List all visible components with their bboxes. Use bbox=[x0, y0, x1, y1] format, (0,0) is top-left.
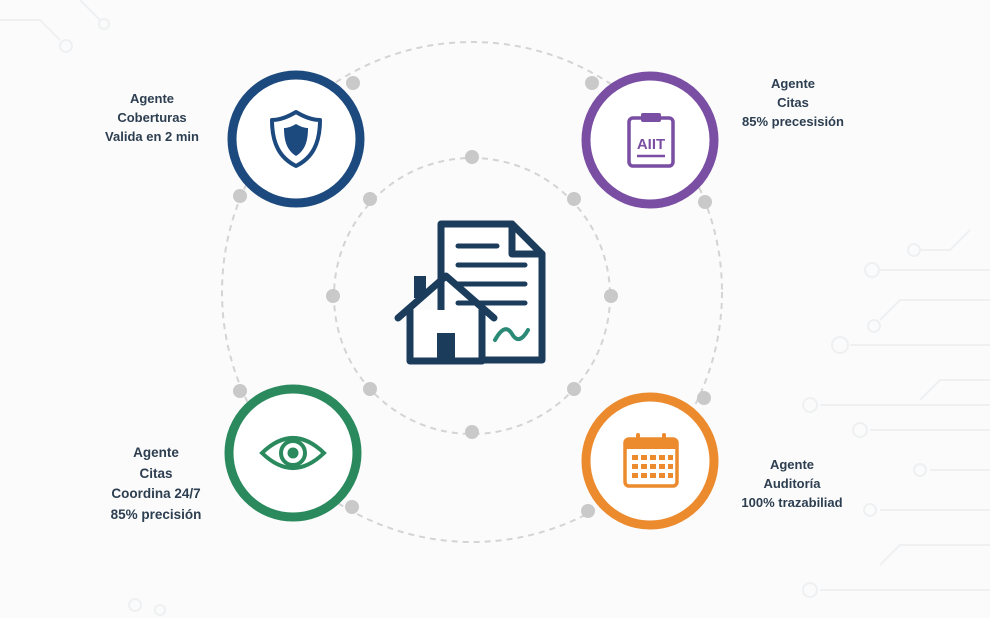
ring-node bbox=[233, 384, 247, 398]
ring-node bbox=[363, 382, 377, 396]
agent-title: Agente bbox=[770, 76, 816, 91]
agent-name: Coberturas bbox=[117, 110, 187, 125]
shield-icon bbox=[270, 110, 322, 168]
agent-label-auditoria: Agente Auditoría 100% trazabiliad bbox=[734, 455, 850, 512]
agent-node-coberturas bbox=[227, 70, 365, 208]
eye-icon bbox=[259, 436, 327, 470]
agent-node-citas-top: AIIT bbox=[581, 71, 719, 209]
clipboard-icon-text: AIIT bbox=[637, 136, 665, 153]
agent-node-auditoria bbox=[581, 392, 719, 530]
agent-label-citas-bottom: Agente Citas Coordina 24/7 85% precisión bbox=[96, 443, 216, 525]
agent-title: Agente bbox=[129, 91, 175, 106]
ring-node bbox=[698, 195, 712, 209]
ring-node bbox=[581, 504, 595, 518]
ring-node bbox=[465, 425, 479, 439]
ring-node bbox=[604, 289, 618, 303]
ring-node bbox=[326, 289, 340, 303]
outer-ring bbox=[221, 41, 723, 543]
agent-metric: Valida en 2 min bbox=[105, 129, 199, 144]
house-document-icon bbox=[394, 220, 546, 365]
ring-node bbox=[585, 76, 599, 90]
ring-node bbox=[697, 391, 711, 405]
agent-name: Citas bbox=[139, 465, 173, 481]
agent-metric: 85% precesisión bbox=[742, 114, 844, 129]
ring-node bbox=[567, 382, 581, 396]
ring-node bbox=[345, 500, 359, 514]
agent-title: Agente bbox=[133, 445, 179, 460]
outer-ring-nodes bbox=[233, 76, 712, 518]
agent-label-coberturas: Agente Coberturas Valida en 2 min bbox=[92, 89, 212, 146]
ring-node bbox=[465, 150, 479, 164]
ring-node bbox=[233, 189, 247, 203]
ring-node bbox=[346, 76, 360, 90]
ring-node bbox=[363, 192, 377, 206]
agent-name: Auditoría bbox=[763, 476, 821, 491]
agent-node-citas-bottom bbox=[224, 384, 362, 522]
clipboard-icon: AIIT bbox=[627, 113, 675, 168]
agent-title: Agente bbox=[769, 457, 815, 472]
inner-ring-nodes bbox=[326, 150, 618, 439]
agent-metric: 100% trazabiliad bbox=[741, 495, 843, 510]
agent-metric: Coordina 24/7 bbox=[111, 486, 201, 501]
ring-node bbox=[567, 192, 581, 206]
agent-name: Citas bbox=[777, 95, 809, 110]
agent-metric: 85% precisión bbox=[110, 506, 202, 522]
agent-label-citas-top: Agente Citas 85% precesisión bbox=[732, 74, 854, 131]
calendar-icon bbox=[623, 433, 679, 488]
